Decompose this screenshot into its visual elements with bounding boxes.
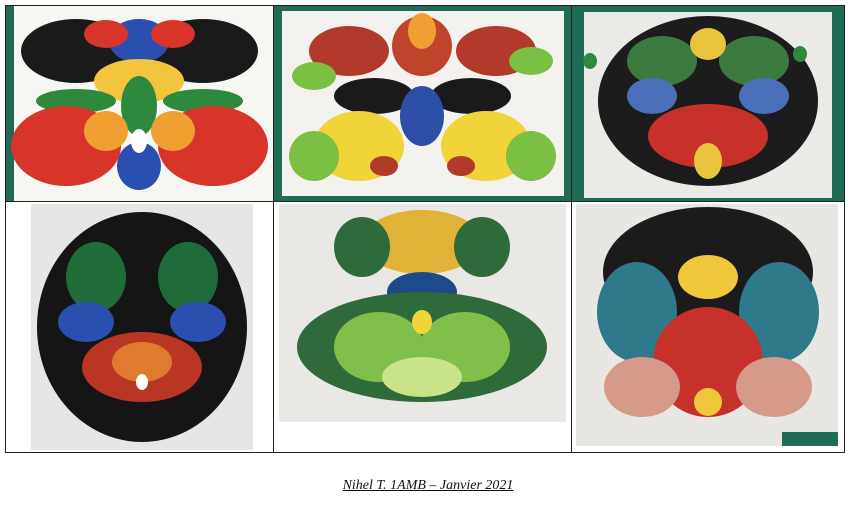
inkblot-photo	[274, 202, 571, 452]
photo-grid	[5, 5, 845, 453]
grid-cell	[571, 201, 845, 453]
grid-cell	[273, 5, 572, 202]
inkblot-photo	[6, 6, 273, 201]
inkblot-photo	[572, 6, 844, 201]
photo-caption: Nihel T. 1AMB – Janvier 2021	[342, 478, 514, 493]
grid-cell	[273, 201, 572, 453]
grid-cell	[571, 5, 845, 202]
grid-cell	[5, 201, 274, 453]
inkblot-photo	[572, 202, 844, 452]
grid-cell	[5, 5, 274, 202]
inkblot-photo	[274, 6, 571, 201]
inkblot-photo	[6, 202, 273, 452]
